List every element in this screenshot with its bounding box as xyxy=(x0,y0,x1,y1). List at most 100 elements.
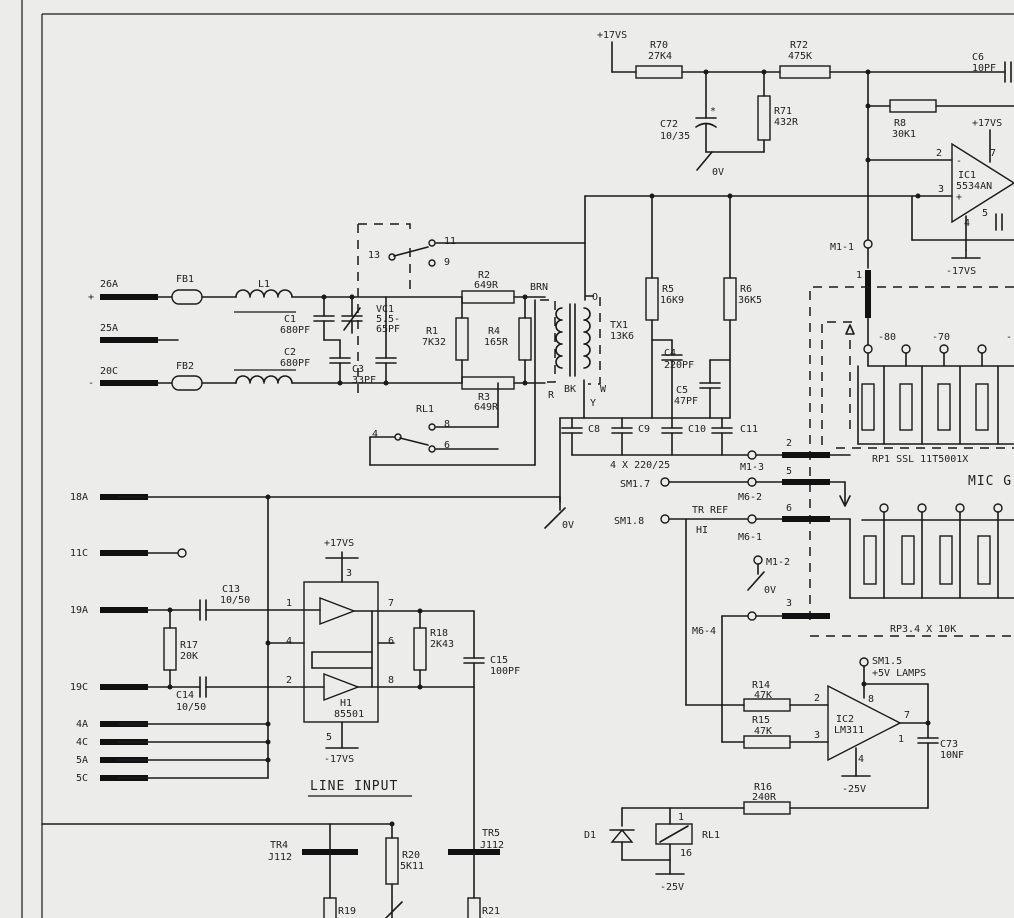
c72-value: 10/35 xyxy=(660,131,690,142)
polarity-plus: + xyxy=(88,292,94,303)
r71-ref: R71 xyxy=(774,106,792,117)
c9-ref: C9 xyxy=(638,424,650,435)
h1-pin-1: 1 xyxy=(286,598,292,609)
pin-9: 9 xyxy=(444,257,450,268)
d1-ref: D1 xyxy=(584,830,596,841)
ic2-pin-8: 8 xyxy=(868,694,874,705)
c6-ref: C6 xyxy=(972,52,984,63)
meter-ladder-rp1: -80 -70 - RP1 SSL 11T5001X MIC G xyxy=(809,286,1014,637)
db-minus-70: -70 xyxy=(932,332,950,343)
r1-ref: R1 xyxy=(426,326,438,337)
tx-wire-bk: BK xyxy=(564,384,576,395)
r3-ref: R3 xyxy=(478,392,490,403)
node-m1-3-pin: 2 xyxy=(786,438,792,449)
rp3-label: RP3.4 X 10K xyxy=(890,624,956,635)
connector-4A: 4A xyxy=(76,719,88,730)
node-hi: HI xyxy=(696,525,708,536)
c1-ref: C1 xyxy=(284,314,296,325)
h1-value: 85501 xyxy=(334,709,364,720)
connector-25A: 25A xyxy=(100,323,118,334)
c2-value: 680PF xyxy=(280,358,310,369)
c13-ref: C13 xyxy=(222,584,240,595)
c73-ref: C73 xyxy=(940,739,958,750)
node-m1-3: M1-3 xyxy=(740,462,764,473)
r71-value: 432R xyxy=(774,117,799,128)
c72-star: * xyxy=(710,106,716,117)
node-m1-1-pin: 1 xyxy=(856,270,862,281)
node-m6-4-pin: 3 xyxy=(786,598,792,609)
tx1-ref: TX1 xyxy=(610,320,628,331)
rp1-label: RP1 SSL 11T5001X xyxy=(872,454,968,465)
ic2-value: LM311 xyxy=(834,725,864,736)
r15-value: 47K xyxy=(754,726,772,737)
r5-value: 16K9 xyxy=(660,295,684,306)
rl1-ref: RL1 xyxy=(416,404,434,415)
tr4-ref: TR4 xyxy=(270,840,288,851)
r8-value: 30K1 xyxy=(892,129,916,140)
r15-ref: R15 xyxy=(752,715,770,726)
meter-feed: M1-1 1 xyxy=(830,239,873,354)
c10-ref: C10 xyxy=(688,424,706,435)
line-input-title: LINE INPUT xyxy=(310,779,398,794)
tx-wire-r: R xyxy=(548,390,555,401)
node-m1-1: M1-1 xyxy=(830,242,854,253)
node-m6-2-pin: 5 xyxy=(786,466,792,477)
connector-18A: 18A xyxy=(70,492,88,503)
ground-0v-label-2: 0V xyxy=(712,167,724,178)
db-minus-80: -80 xyxy=(878,332,896,343)
rl1-coil-pin-1: 1 xyxy=(678,812,684,823)
ic2-comparator: R14 47K R15 47K 2 3 8 7 1 4 IC2 LM311 SM… xyxy=(621,656,964,815)
connector-11C: 11C xyxy=(70,548,88,559)
c4-value: 220PF xyxy=(664,360,694,371)
pin-4: 4 xyxy=(372,429,378,440)
supply-m17-h1: -17VS xyxy=(324,754,354,765)
ic1-opamp: 2 3 7 4 5 - + IC1 5534AN +17VS -17VS xyxy=(911,118,1014,277)
connector-19C: 19C xyxy=(70,682,88,693)
r19-ref: R19 xyxy=(338,906,356,917)
node-sm1-7: SM1.7 xyxy=(620,479,650,490)
c15-ref: C15 xyxy=(490,655,508,666)
ic2-pin-2: 2 xyxy=(814,693,820,704)
r72-value: 475K xyxy=(788,51,812,62)
pin-13: 13 xyxy=(368,250,380,261)
r14-value: 47K xyxy=(754,690,772,701)
r14-ref: R14 xyxy=(752,680,770,691)
node-m6-1: M6-1 xyxy=(738,532,762,543)
ic1-pin-3: 3 xyxy=(938,184,944,195)
c5-value: 47PF xyxy=(674,396,698,407)
r3-value: 649R xyxy=(474,402,499,413)
c73-value: 10NF xyxy=(940,750,964,761)
r18-ref: R18 xyxy=(430,628,448,639)
supply-m17-ic1: -17VS xyxy=(946,266,976,277)
h1-ref: H1 xyxy=(340,698,352,709)
r20-ref: R20 xyxy=(402,850,420,861)
ic1-pin-5: 5 xyxy=(982,208,988,219)
supply-p17-top: +17VS xyxy=(597,30,627,41)
page-border xyxy=(21,0,1014,918)
c2-ref: C2 xyxy=(284,347,296,358)
r72-ref: R72 xyxy=(790,40,808,51)
node-tr-ref: TR REF xyxy=(692,505,728,516)
ic2-pin-4: 4 xyxy=(858,754,864,765)
r16-ref: R16 xyxy=(754,782,772,793)
r8-ref: R8 xyxy=(894,118,906,129)
ic1-pin-2: 2 xyxy=(936,148,942,159)
relay-coil-d1: D1 1 16 RL1 -25V xyxy=(584,807,720,893)
pin-6: 6 xyxy=(444,440,450,451)
r18-value: 2K43 xyxy=(430,639,454,650)
ic1-plus: + xyxy=(956,192,962,203)
capacitor-bank-c8-c11: C8 C9 C10 C11 4 X 220/25 xyxy=(561,417,758,471)
ic2-pin-1: 1 xyxy=(898,734,904,745)
r70-value: 27K4 xyxy=(648,51,672,62)
ground-0v-1: 0V xyxy=(117,496,574,531)
line-input-stage: C13 10/50 C14 10/50 R17 20K +17VS 3 1 xyxy=(117,494,520,853)
ic2-pin-3: 3 xyxy=(814,730,820,741)
r4-value: 165R xyxy=(484,337,509,348)
c6-value: 10PF xyxy=(972,63,996,74)
polarity-minus: - xyxy=(88,378,94,389)
r6-ref: R6 xyxy=(740,284,752,295)
mic-gain-label: MIC G xyxy=(968,474,1012,489)
c8-c11-value: 4 X 220/25 xyxy=(610,460,670,471)
connector-19A: 19A xyxy=(70,605,88,616)
